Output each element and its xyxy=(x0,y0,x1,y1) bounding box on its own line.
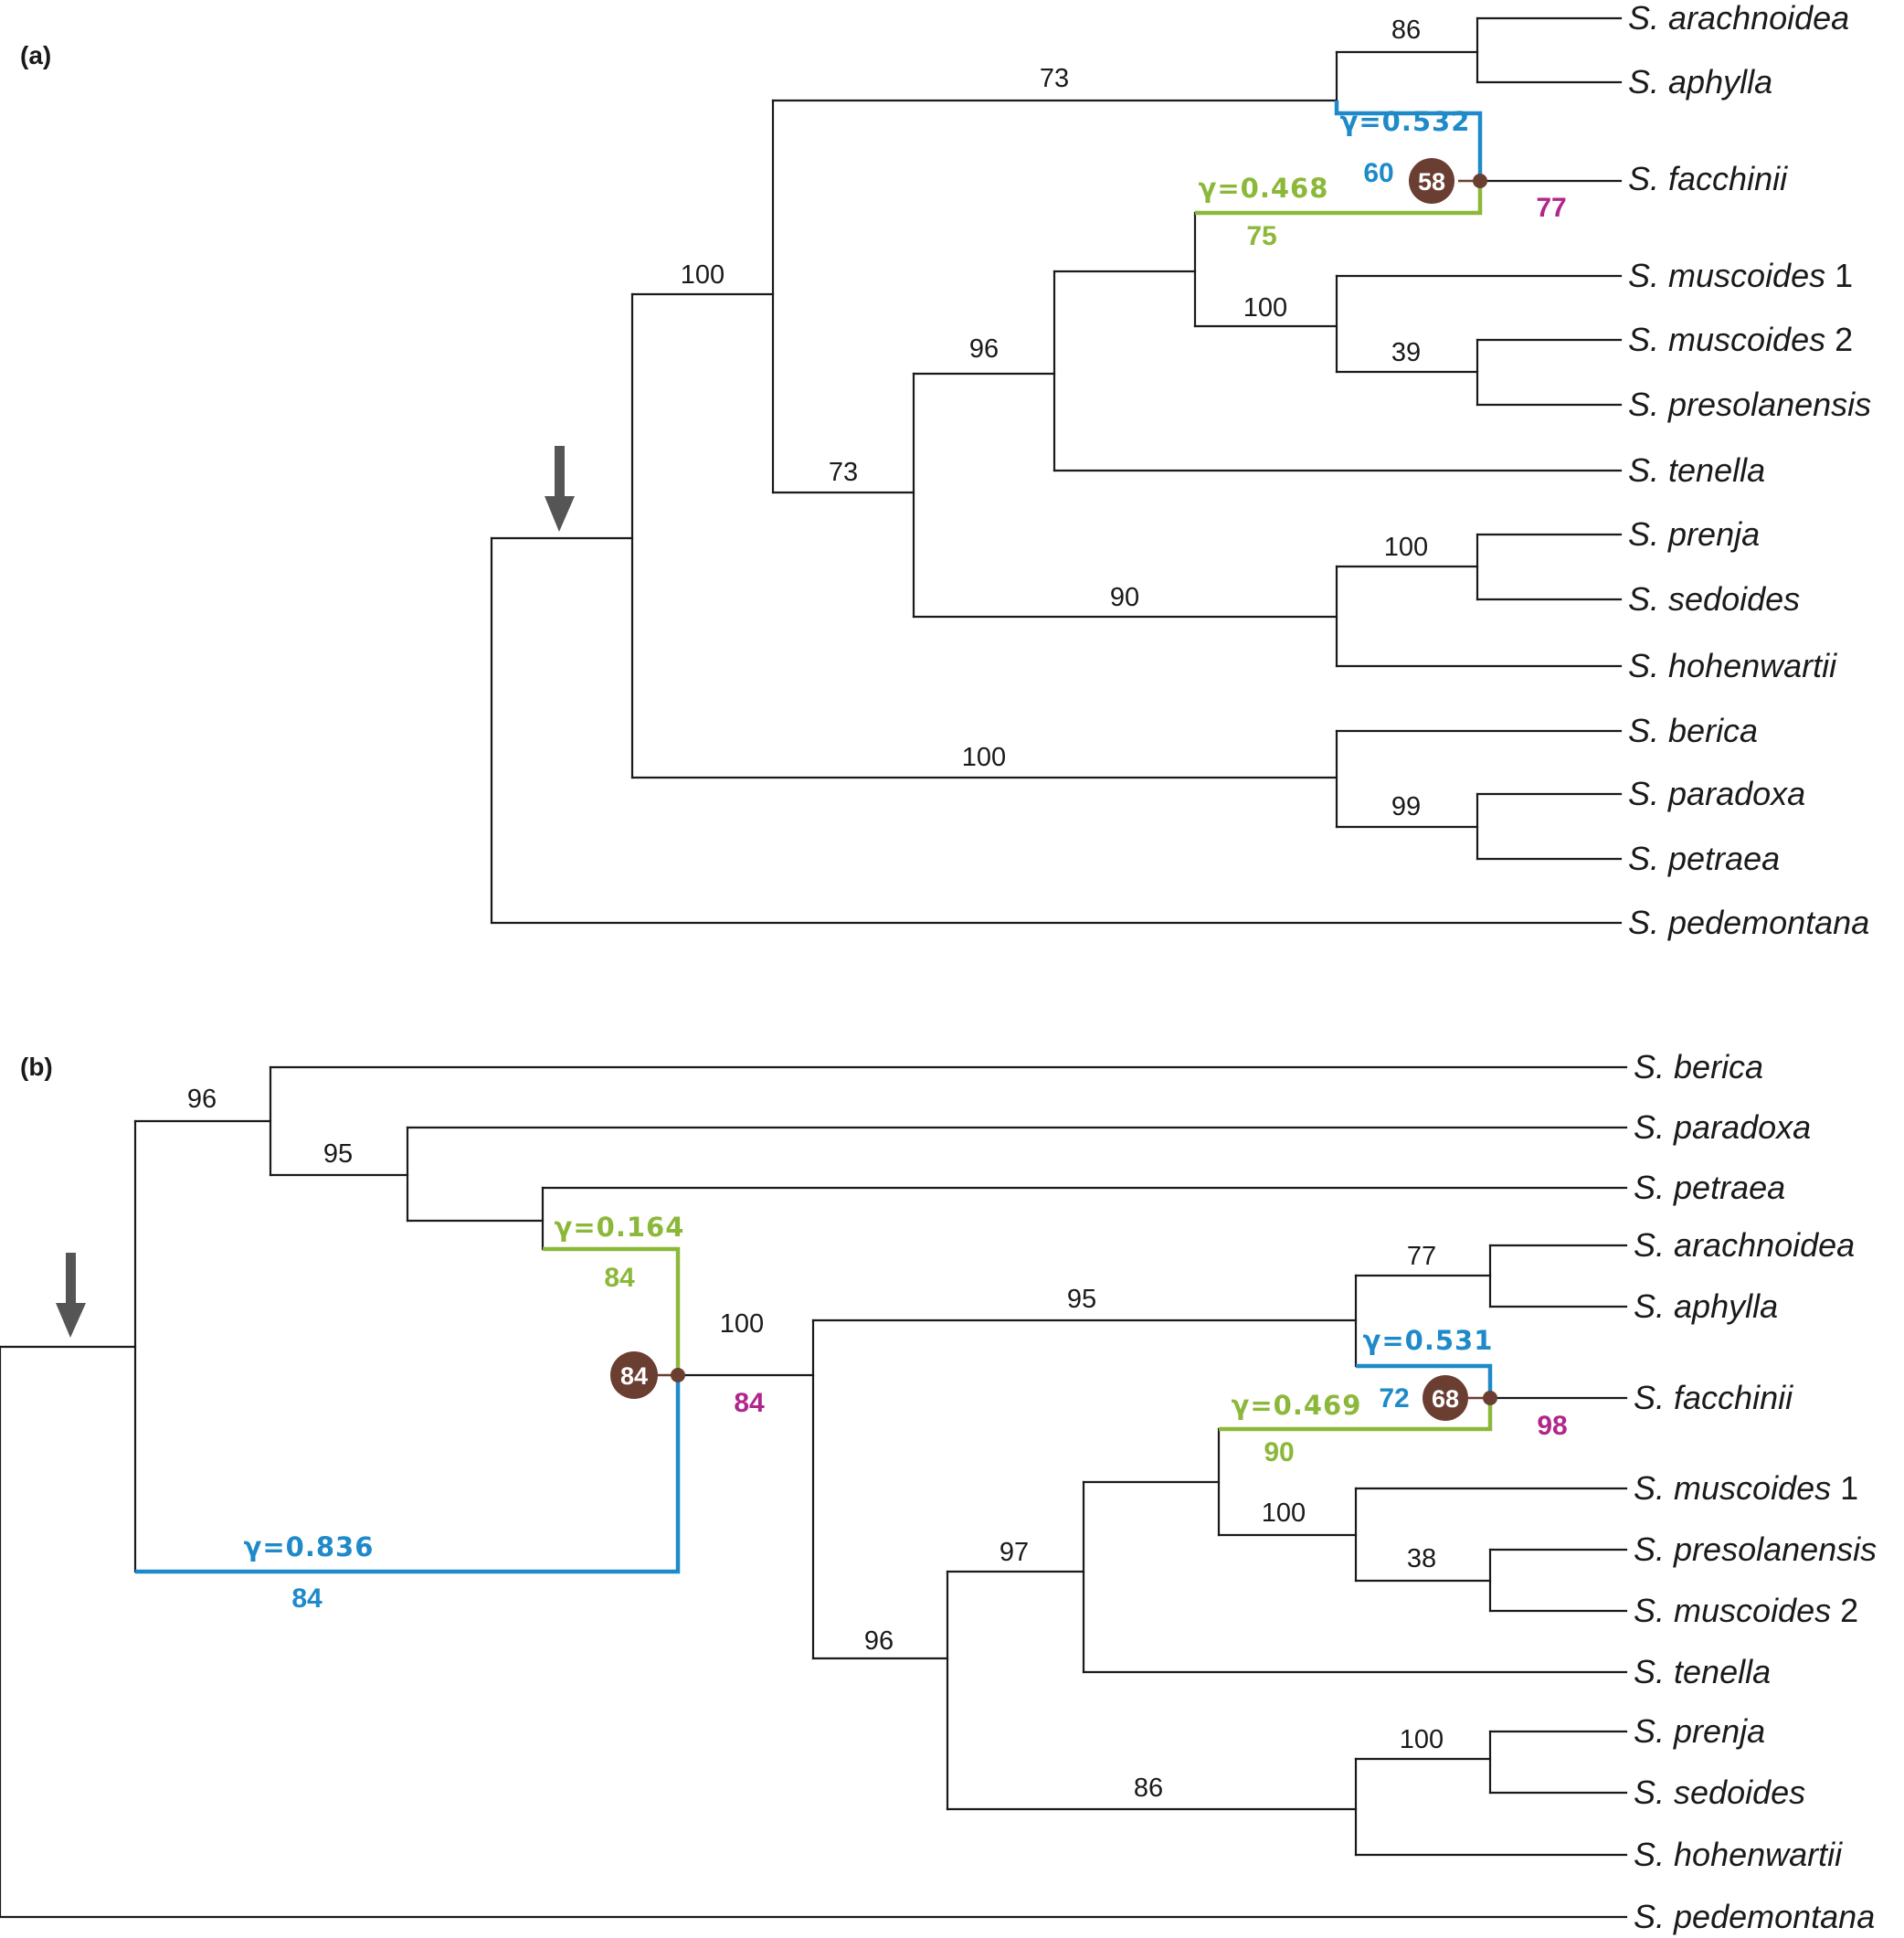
edge-support-a: 77 xyxy=(1536,193,1566,223)
support-blue-a: 60 xyxy=(1363,158,1393,188)
root-arrow-icon xyxy=(56,1253,86,1338)
edge-support-b1: 84 xyxy=(734,1388,765,1418)
support-green-b1: 84 xyxy=(604,1263,635,1293)
taxon-label: S. sedoides xyxy=(1628,580,1800,618)
taxon-labels-b: S. berica S. paradoxa S. petraea S. arac… xyxy=(1634,1048,1877,1935)
hybrid-node-support-b2: 68 xyxy=(1432,1385,1459,1413)
support-label: 73 xyxy=(829,458,858,487)
hybrid-node-badge-a xyxy=(1409,158,1454,204)
support-label: 38 xyxy=(1407,1544,1436,1573)
support-labels-a: 86 73 100 96 100 39 73 100 90 100 99 xyxy=(681,16,1428,821)
taxon-label: S. hohenwartii xyxy=(1634,1836,1843,1873)
taxon-label: S. muscoides 2 xyxy=(1628,321,1853,358)
support-label: 100 xyxy=(1384,533,1428,562)
support-label: 96 xyxy=(864,1626,894,1656)
taxon-label: S. paradoxa xyxy=(1634,1108,1811,1146)
hybrid-node-support-b1: 84 xyxy=(620,1362,648,1390)
support-label: 97 xyxy=(1000,1538,1029,1567)
support-label: 86 xyxy=(1391,16,1421,45)
hybrid-node-dot-a xyxy=(1473,174,1487,188)
support-label: 77 xyxy=(1407,1242,1436,1271)
root-arrow-icon xyxy=(545,446,575,532)
taxon-label: S. presolanensis xyxy=(1634,1530,1877,1568)
support-label: 86 xyxy=(1134,1774,1163,1803)
taxon-labels-a: S. arachnoidea S. aphylla S. facchinii S… xyxy=(1628,0,1871,941)
taxon-label: S. paradoxa xyxy=(1628,775,1805,812)
gamma-green-b1: γ=0.164 xyxy=(555,1212,685,1243)
hybrid-node-badge-b1 xyxy=(610,1351,658,1399)
support-label: 100 xyxy=(720,1309,764,1339)
support-green-a: 75 xyxy=(1246,221,1276,251)
tree-edges-a xyxy=(490,16,1623,925)
taxon-label: S. muscoides 1 xyxy=(1628,257,1853,294)
panel-a: (a) xyxy=(20,0,1871,941)
taxon-label: S. petraea xyxy=(1634,1169,1785,1206)
taxon-label: S. tenella xyxy=(1628,451,1765,489)
support-green-b2: 90 xyxy=(1264,1437,1294,1467)
gamma-green-b2: γ=0.469 xyxy=(1232,1390,1362,1421)
support-label: 96 xyxy=(969,334,999,364)
support-label: 100 xyxy=(1243,293,1287,323)
support-blue-b1: 84 xyxy=(291,1583,323,1614)
taxon-label: S. petraea xyxy=(1628,840,1780,877)
support-label: 100 xyxy=(1400,1725,1444,1754)
support-labels-b: 96 95 100 95 77 100 38 97 96 86 100 xyxy=(187,1085,1444,1803)
panel-b: (b) xyxy=(0,1048,1877,1935)
hybrid-node-support-a: 58 xyxy=(1418,168,1445,196)
taxon-label: S. muscoides 1 xyxy=(1634,1469,1858,1507)
hybrid-edge-green-b2 xyxy=(1219,1398,1493,1432)
taxon-label: S. berica xyxy=(1634,1048,1763,1085)
taxon-label: S. facchinii xyxy=(1634,1379,1793,1416)
hybrid-node-dot-b2 xyxy=(1483,1391,1497,1405)
hybrid-node-dot-b1 xyxy=(671,1368,685,1382)
hybrid-edge-blue-b2 xyxy=(1356,1363,1493,1398)
support-label: 99 xyxy=(1391,792,1421,821)
support-label: 100 xyxy=(681,260,725,290)
support-blue-b2: 72 xyxy=(1379,1383,1409,1414)
taxon-label: S. pedemontana xyxy=(1634,1898,1875,1935)
gamma-green-a: γ=0.468 xyxy=(1199,173,1329,204)
hybrid-edge-green-a xyxy=(1195,181,1483,216)
support-label: 39 xyxy=(1391,338,1421,367)
support-label: 95 xyxy=(1067,1285,1096,1314)
gamma-blue-b2: γ=0.531 xyxy=(1363,1325,1494,1356)
taxon-label: S. berica xyxy=(1628,712,1758,749)
panel-b-label: (b) xyxy=(20,1053,53,1081)
support-label: 100 xyxy=(1262,1499,1306,1528)
support-label: 95 xyxy=(323,1139,353,1169)
panel-a-label: (a) xyxy=(20,41,51,69)
hybrid-node-badge-b2 xyxy=(1423,1375,1468,1421)
tree-edges-b xyxy=(0,1065,1628,1919)
taxon-label: S. hohenwartii xyxy=(1628,647,1837,684)
support-label: 73 xyxy=(1040,64,1069,93)
taxon-label: S. presolanensis xyxy=(1628,386,1871,423)
hybrid-edge-blue-a xyxy=(1334,101,1483,181)
edge-support-b2: 98 xyxy=(1537,1411,1567,1441)
gamma-blue-b1: γ=0.836 xyxy=(244,1531,375,1562)
taxon-label: S. aphylla xyxy=(1634,1287,1778,1325)
taxon-label: S. prenja xyxy=(1628,515,1760,553)
support-label: 90 xyxy=(1110,583,1139,612)
hybrid-edge-green-b1 xyxy=(543,1246,681,1375)
hybrid-edge-blue-b1 xyxy=(135,1375,681,1574)
taxon-label: S. arachnoidea xyxy=(1628,0,1849,37)
taxon-label: S. arachnoidea xyxy=(1634,1226,1855,1264)
taxon-label: S. tenella xyxy=(1634,1653,1771,1690)
taxon-label: S. sedoides xyxy=(1634,1774,1805,1811)
taxon-label: S. prenja xyxy=(1634,1712,1765,1750)
taxon-label: S. aphylla xyxy=(1628,63,1772,101)
gamma-blue-a: γ=0.532 xyxy=(1340,106,1471,137)
taxon-label: S. facchinii xyxy=(1628,160,1788,197)
support-label: 96 xyxy=(187,1085,217,1114)
taxon-label: S. pedemontana xyxy=(1628,904,1869,941)
support-label: 100 xyxy=(962,743,1006,772)
taxon-label: S. muscoides 2 xyxy=(1634,1592,1858,1629)
